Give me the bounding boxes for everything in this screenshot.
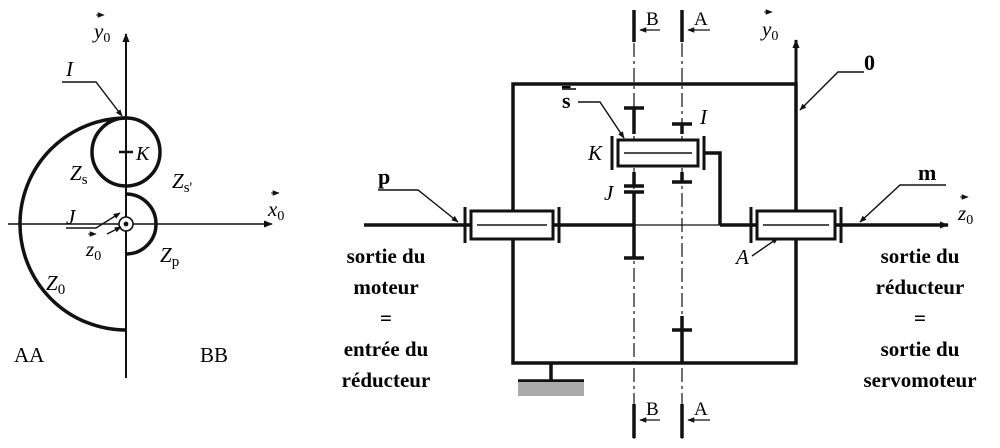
left-caption-line-5: réducteur: [342, 368, 431, 392]
section-b-bottom-label: B: [646, 399, 659, 420]
point-a-right-label: A: [734, 245, 749, 269]
z0-label: Z0: [46, 271, 65, 298]
zs-prime-label: Zs': [172, 169, 193, 196]
ground-hatch: [518, 382, 584, 396]
left-axis-x-label: x0: [267, 197, 284, 224]
right-caption-line-3: =: [914, 306, 926, 330]
right-caption: sortie du réducteur = sortie du servomot…: [863, 244, 976, 392]
z-axis-dot-icon: [123, 221, 129, 227]
right-axis-z-label: z0: [957, 201, 973, 228]
right-caption-line-5: servomoteur: [863, 368, 976, 392]
left-axis-z-label: z0: [85, 237, 101, 264]
zs-label: Zs: [70, 161, 88, 188]
leader-frame-0: [799, 71, 864, 111]
left-caption-line-2: moteur: [353, 275, 418, 299]
right-view: y0 z0 0 p m s K I J A B A B A sortie du …: [342, 9, 977, 440]
circle-z0: [18, 116, 127, 332]
leader-m: [859, 184, 946, 223]
satellite-bearing: [610, 136, 706, 170]
section-a-top-label: A: [694, 9, 708, 30]
region-bb-label: BB: [200, 343, 228, 367]
zp-label: Zp: [160, 243, 179, 270]
circle-zp: [125, 192, 158, 256]
circle-zs: [90, 116, 127, 188]
left-caption-line-1: sortie du: [347, 244, 426, 268]
right-caption-line-2: réducteur: [876, 275, 965, 299]
leader-z0: [106, 226, 122, 235]
leader-s: [578, 101, 625, 139]
left-caption: sortie du moteur = entrée du réducteur: [342, 244, 431, 392]
section-a-bottom-label: A: [694, 399, 708, 420]
left-caption-line-4: entrée du: [344, 337, 429, 361]
leader-j: [66, 212, 121, 229]
shaft-p-label: p: [378, 164, 390, 189]
bearing-m: [749, 207, 843, 243]
point-i-right-label: I: [699, 105, 708, 129]
point-i-label: I: [65, 57, 74, 81]
right-caption-line-1: sortie du: [881, 244, 960, 268]
region-aa-label: AA: [14, 343, 45, 367]
satellite-s-label: s: [562, 88, 571, 113]
point-k-right-label: K: [587, 141, 603, 165]
right-caption-line-4: sortie du: [881, 337, 960, 361]
leader-i: [62, 81, 123, 117]
point-j-right-label: J: [604, 181, 615, 205]
bearing-p: [463, 207, 561, 243]
circle-zs-prime: [125, 116, 162, 188]
shaft-m-label: m: [918, 160, 936, 185]
leader-p: [378, 189, 459, 223]
leader-a: [751, 237, 779, 257]
section-b-top-label: B: [646, 9, 659, 30]
planet-carrier: [704, 151, 722, 225]
left-view: y0 x0 z0 I K J Zs Zs' Zp Z0 AA BB: [8, 12, 284, 378]
point-k-label: K: [135, 143, 151, 165]
left-axis-y-label: y0: [92, 19, 110, 46]
right-axis-y-label: y0: [760, 17, 778, 44]
point-j-label: J: [66, 205, 77, 229]
left-caption-line-3: =: [380, 306, 392, 330]
frame-0-label: 0: [864, 50, 875, 75]
